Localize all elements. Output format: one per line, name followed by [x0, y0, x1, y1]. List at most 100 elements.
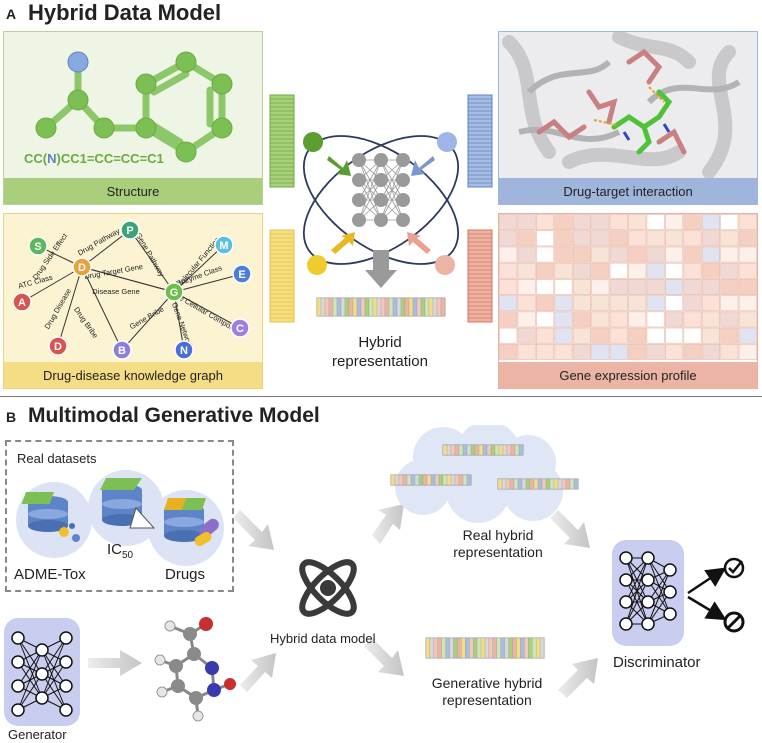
- bar-segment: [469, 637, 474, 659]
- ic50-sub: 50: [122, 550, 134, 561]
- nn-node: [35, 643, 49, 657]
- hybrid-data-model-label: Hybrid data model: [270, 631, 376, 646]
- heatmap-cell: [701, 327, 720, 344]
- bar-segment: [518, 444, 524, 456]
- nn-node: [619, 617, 633, 631]
- heatmap-cell: [536, 327, 555, 344]
- bar-segment: [372, 297, 378, 317]
- ic50-label: IC50: [107, 541, 133, 561]
- bar-segment: [508, 637, 513, 659]
- bar-segment: [480, 637, 486, 659]
- bar-segment: [506, 444, 512, 456]
- nitrogen-atom: [67, 51, 89, 73]
- nn-node: [619, 595, 633, 609]
- bar-segment: [494, 444, 500, 456]
- bar-segment: [390, 474, 396, 486]
- heatmap-cell: [591, 246, 610, 263]
- bar-segment: [388, 297, 394, 317]
- nn-node: [641, 551, 655, 565]
- heatmap-cell: [665, 279, 684, 295]
- heatmap-cell: [628, 230, 647, 247]
- generative-hybrid-line2: representation: [442, 692, 532, 708]
- bar-segment: [446, 444, 452, 456]
- bar-segment: [400, 297, 406, 317]
- nn-node: [35, 667, 49, 681]
- heatmap-cell: [499, 230, 518, 247]
- heatmap-cell: [517, 295, 536, 312]
- bar-segment: [352, 297, 358, 317]
- heatmap-cell: [628, 262, 647, 279]
- smiles-suffix: )CC1=CC=CC=C1: [56, 151, 164, 166]
- bar-segment: [344, 297, 350, 317]
- admet-database-icon: [21, 492, 80, 542]
- heatmap-cell: [665, 343, 684, 360]
- generator-label: Generator: [8, 727, 67, 742]
- bar-segment: [360, 297, 366, 317]
- heatmap-cell: [499, 295, 518, 312]
- heatmap-cell: [628, 327, 647, 344]
- nn-node: [11, 655, 25, 669]
- bar-segment: [442, 444, 448, 456]
- nn-node: [11, 679, 25, 693]
- panel-b-title: Multimodal Generative Model: [28, 404, 320, 427]
- bar-segment: [569, 478, 575, 490]
- bar-segment: [461, 637, 466, 659]
- heatmap-cell: [536, 230, 555, 247]
- bar-segment: [521, 478, 527, 490]
- heatmap-cell: [609, 246, 628, 263]
- bar-segment: [529, 478, 535, 490]
- real-hybrid-line1: Real hybrid: [462, 527, 534, 543]
- down-arrow: [365, 250, 397, 288]
- heatmap-cell: [628, 343, 647, 360]
- heatmap-cell: [701, 262, 720, 279]
- nn-node: [59, 655, 73, 669]
- real-hybrid-line2: representation: [453, 544, 543, 560]
- kg-edge: [173, 291, 241, 329]
- generated-molecule-3d: [154, 617, 236, 722]
- fusion-diagram: [269, 94, 493, 323]
- heatmap-cell: [738, 327, 757, 344]
- bar-segment: [442, 474, 448, 486]
- heatmap-cell: [683, 214, 702, 231]
- heatmap-cell: [554, 262, 573, 279]
- heatmap-cell: [720, 262, 739, 279]
- heatmap-cell: [609, 262, 628, 279]
- bar-segment: [500, 637, 505, 659]
- kg-node-label: A: [18, 297, 26, 309]
- bar-segment: [404, 297, 410, 317]
- bar-segment: [418, 474, 424, 486]
- bar-segment: [434, 474, 440, 486]
- heatmap-cell: [499, 311, 518, 328]
- kg-edge: [173, 291, 185, 351]
- generator-network: [11, 631, 73, 717]
- protein-ligand-image: [499, 32, 757, 178]
- bar-segment: [509, 478, 515, 490]
- heatmap-cell: [554, 343, 573, 360]
- bar-segment: [573, 478, 579, 490]
- bar-segment: [336, 297, 342, 317]
- bar-segment: [492, 637, 497, 659]
- bar-segment: [466, 474, 472, 486]
- ic50-main: IC: [107, 541, 122, 558]
- heatmap-cell: [646, 279, 665, 295]
- bar-segment: [504, 637, 509, 659]
- heatmap-cell: [738, 214, 757, 231]
- bar-segment: [340, 297, 346, 317]
- heatmap-cell: [499, 343, 518, 360]
- heatmap-cell: [665, 311, 684, 328]
- heatmap-cell: [609, 311, 628, 328]
- heatmap-cell: [683, 311, 702, 328]
- heatmap-cell: [536, 246, 555, 263]
- admet-label: ADME-Tox: [14, 566, 86, 583]
- bar-segment: [445, 637, 450, 659]
- bar-segment: [474, 444, 480, 456]
- dti-ball: [437, 132, 457, 152]
- heatmap-cell: [628, 311, 647, 328]
- kg-node-label: C: [236, 323, 244, 335]
- heatmap-cell: [572, 343, 591, 360]
- bar-segment: [376, 297, 382, 317]
- bar-segment: [424, 297, 430, 317]
- real-datasets-box: [5, 440, 234, 592]
- discriminator-outputs: [687, 557, 745, 633]
